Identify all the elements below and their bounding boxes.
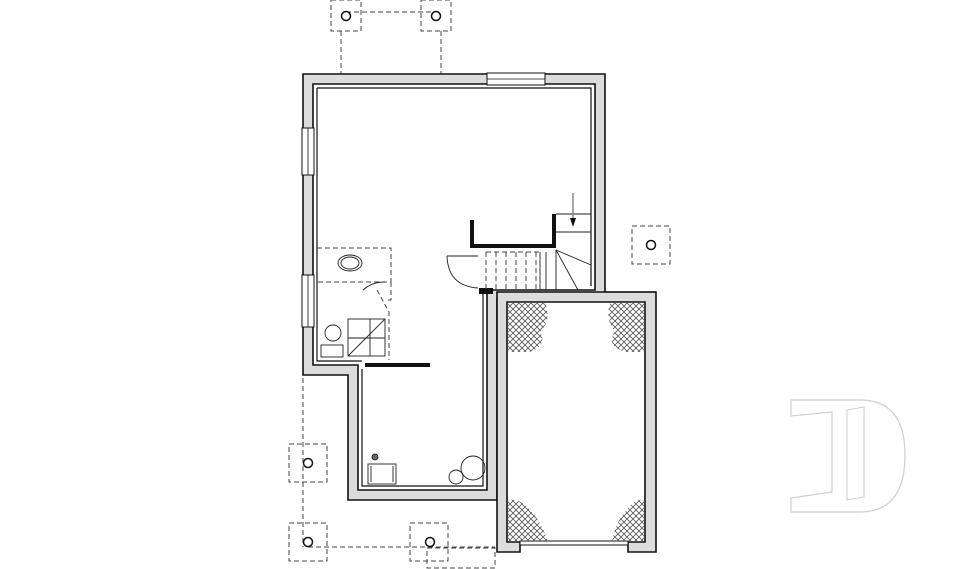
arrow-down-icon <box>570 218 576 227</box>
staircase <box>446 193 592 294</box>
post-icon <box>302 536 314 548</box>
windows <box>301 72 546 328</box>
footing <box>420 0 452 32</box>
furnace-icon <box>367 463 397 485</box>
footing <box>288 443 328 483</box>
footing <box>409 522 449 562</box>
footing <box>426 547 496 569</box>
footing <box>288 522 328 562</box>
post-icon <box>302 457 314 469</box>
tank-icon <box>448 469 464 485</box>
shower-icon <box>347 318 386 357</box>
interior-finish-line <box>317 87 592 487</box>
post-icon <box>424 536 436 548</box>
foundation-wall <box>302 73 606 501</box>
hatch-area <box>508 303 548 352</box>
post-icon <box>645 239 657 251</box>
toilet-icon <box>324 324 342 342</box>
logo <box>790 399 906 513</box>
partition-wall <box>365 363 430 367</box>
hatch-area <box>612 499 644 541</box>
sink-icon <box>337 254 363 272</box>
garage-door <box>519 540 629 546</box>
hatch-area <box>508 499 548 541</box>
post-icon <box>340 10 352 22</box>
garage <box>496 291 657 553</box>
mechanical <box>367 453 486 485</box>
footing <box>330 0 362 32</box>
footing <box>631 225 671 265</box>
door-swing <box>446 255 479 289</box>
hatch-area <box>608 303 644 352</box>
bathroom <box>317 247 430 367</box>
footings <box>288 0 671 569</box>
post-icon <box>430 10 442 22</box>
tank-icon <box>460 455 486 481</box>
